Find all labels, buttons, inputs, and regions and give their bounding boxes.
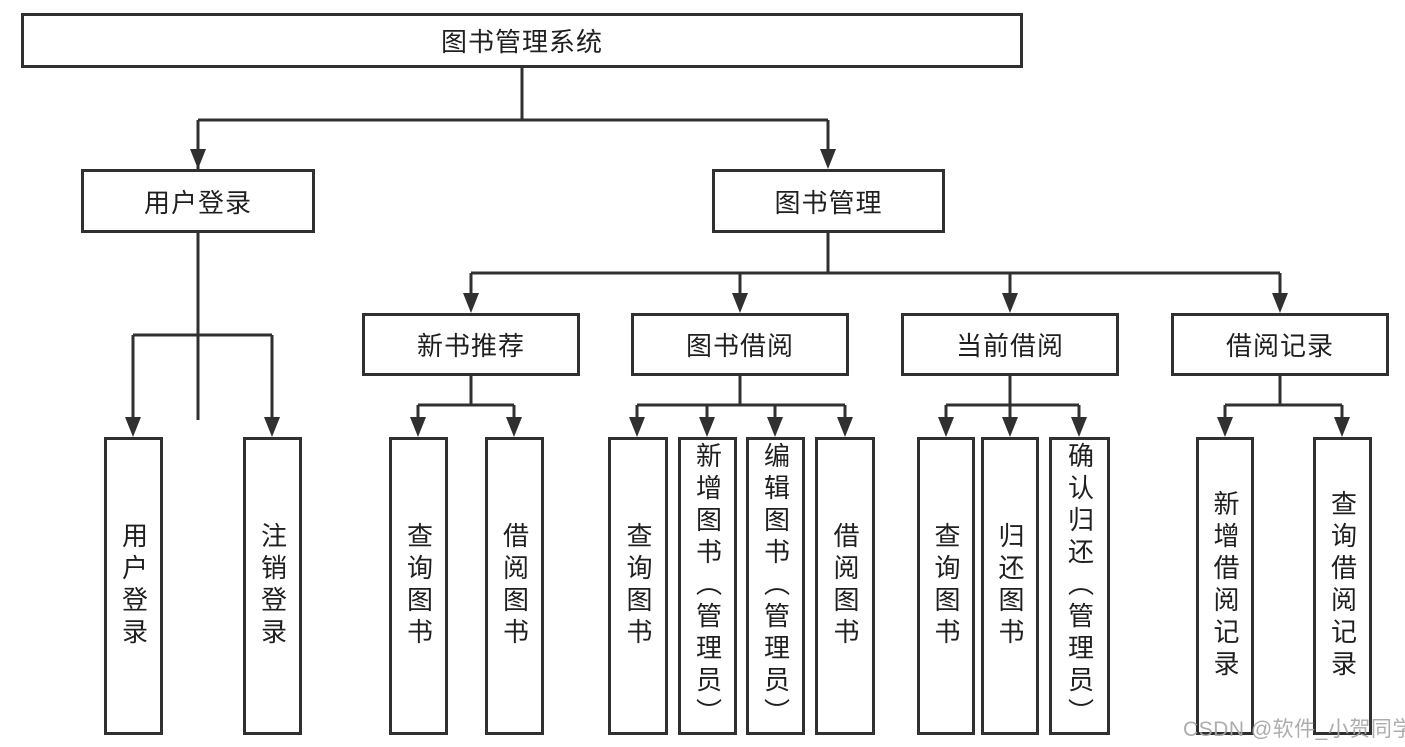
node-current-borrow: 当前借阅 (901, 313, 1119, 376)
leaf-currentborrow-confirm-return-admin: 确认归还（管理员） (1049, 437, 1110, 735)
leaf-bookborrow-edit-books-admin: 编辑图书（管理员） (746, 437, 805, 735)
leaf-logout: 注销登录 (243, 437, 302, 735)
connector-userlogin-to-leaves (125, 233, 280, 437)
node-library-management-system: 图书管理系统 (21, 13, 1023, 68)
leaf-bookborrow-query-books: 查询图书 (608, 437, 668, 735)
leaf-bookborrow-add-books-admin: 新增图书（管理员） (678, 437, 737, 735)
leaf-borrowrecord-query-record: 查询借阅记录 (1313, 437, 1372, 735)
connector-newbookrec-to-leaves (410, 376, 522, 437)
node-borrow-record: 借阅记录 (1171, 313, 1389, 376)
connector-bookborrow-to-leaves (629, 376, 853, 437)
leaf-bookborrow-borrow-books: 借阅图书 (815, 437, 875, 735)
leaf-borrowrecord-add-record: 新增借阅记录 (1196, 437, 1254, 735)
leaf-newbookrec-borrow-books: 借阅图书 (485, 437, 544, 735)
node-book-borrow: 图书借阅 (631, 313, 849, 376)
csdn-watermark: CSDN @软件_小贺同学 (1183, 718, 1405, 741)
leaf-user-login: 用户登录 (104, 437, 163, 735)
connector-borrowrecord-to-leaves (1217, 376, 1350, 437)
leaf-currentborrow-query-books: 查询图书 (917, 437, 975, 735)
connector-root-to-level2 (190, 68, 836, 420)
leaf-currentborrow-return-books: 归还图书 (981, 437, 1039, 735)
node-new-book-recommend: 新书推荐 (362, 313, 580, 376)
leaf-newbookrec-query-books: 查询图书 (389, 437, 448, 735)
connector-currentborrow-to-leaves (938, 376, 1087, 437)
node-book-management: 图书管理 (712, 169, 945, 233)
node-user-login: 用户登录 (81, 169, 315, 233)
connector-bookmgmt-to-level3 (463, 233, 1288, 313)
